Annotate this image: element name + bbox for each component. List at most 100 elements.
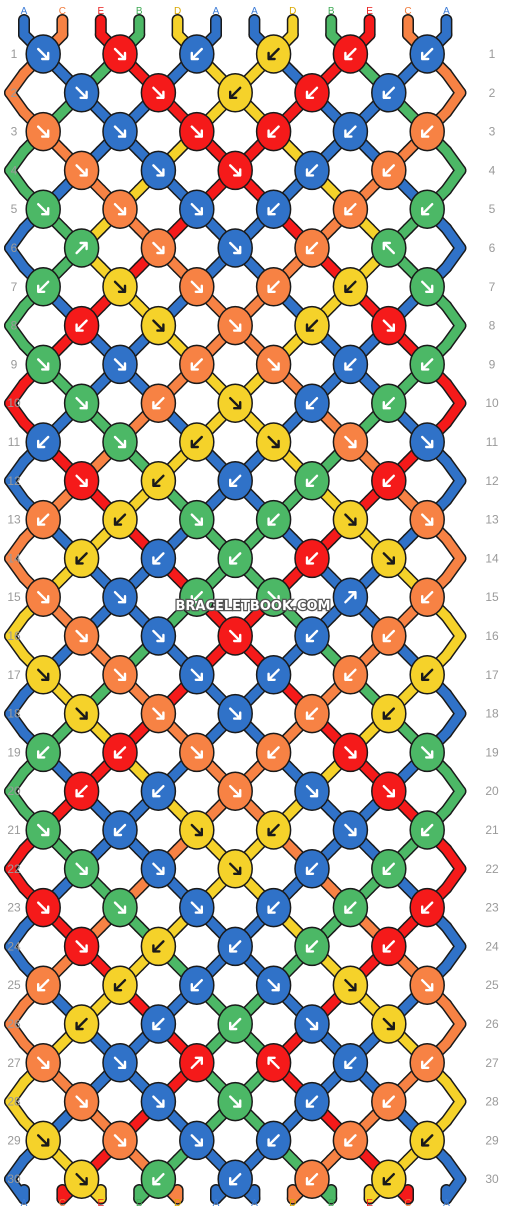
knot-arrow-icon [421,823,434,837]
knot-arrow-icon [37,280,50,293]
knot [25,655,61,695]
knot-arrow-icon [190,823,204,837]
knot-arrow-icon [421,668,434,681]
knot-arrow-icon [113,901,127,914]
knot-arrow-icon [75,940,88,953]
knot-arrow-icon [344,202,357,216]
knot-arrow-icon [113,668,127,681]
strand-label-top: A [21,6,28,17]
knot [217,228,253,268]
knot-arrow-icon [344,435,357,449]
knot [179,1120,215,1161]
knot-arrow-icon [152,241,165,255]
knot [409,577,445,617]
row-number-left: 11 [8,435,21,449]
knot [371,461,407,501]
knot-arrow-icon [152,552,165,565]
strand-label-top: A [443,6,450,17]
knot-arrow-icon [305,164,319,177]
knot-layer [25,34,445,1199]
knot-arrow-icon [75,86,88,100]
knot-arrow-icon [228,1095,242,1108]
knot [294,693,330,734]
knot [140,771,177,811]
row-number-left: 5 [11,202,18,216]
strand-label-bottom: E [97,1198,104,1209]
knot [371,1004,407,1044]
knot-arrow-icon [267,591,280,604]
knot [217,1004,253,1044]
knot-arrow-icon [190,47,204,61]
knot-arrow-icon [152,862,165,875]
knot [179,732,215,773]
knot [102,732,138,773]
knot-arrow-icon [190,901,204,914]
knot-arrow-icon [382,86,395,100]
knot [140,1081,177,1122]
knot [140,926,177,967]
knot [294,771,330,811]
knot [140,538,177,579]
row-number-left: 3 [11,125,18,139]
knot [294,228,330,268]
knot [409,1043,445,1083]
row-number-right: 6 [489,241,496,255]
knot-arrow-icon [75,241,88,255]
knot-arrow-icon [228,319,242,332]
knot [63,1004,100,1044]
row-number-left: 13 [7,513,21,527]
knot [63,538,100,579]
knot [294,73,330,113]
knot [102,887,138,928]
knot-arrow-icon [113,1134,127,1147]
knot-arrow-icon [305,552,319,565]
knot-arrow-icon [382,164,395,177]
knot-arrow-icon [75,707,88,720]
knot [140,693,177,734]
knot [25,1043,61,1083]
knot [294,1004,330,1044]
knot [179,499,215,540]
knot-arrow-icon [382,1095,395,1108]
knot-arrow-icon [382,785,395,798]
knot [25,887,61,928]
knot-arrow-icon [267,125,280,138]
knot [332,655,369,695]
knot-arrow-icon [305,474,319,487]
knot [294,150,330,191]
knot [217,1081,253,1122]
row-number-right: 8 [489,319,496,333]
knot-arrow-icon [421,280,434,293]
knot-arrow-icon [344,280,357,293]
knot [371,849,407,889]
knot-arrow-icon [267,901,280,914]
knot-arrow-icon [37,47,50,61]
knot-arrow-icon [190,1056,204,1070]
row-number-right: 27 [485,1056,499,1070]
knot [25,34,61,74]
knot [294,383,330,423]
knot [255,732,292,773]
knot [102,344,138,385]
row-number-left: 25 [7,978,21,992]
knot-arrow-icon [37,979,50,992]
row-number-right: 10 [485,396,499,410]
knot-arrow-icon [37,435,50,449]
knot-arrow-icon [421,513,434,526]
knot-arrow-icon [305,1172,319,1186]
knot-arrow-icon [305,940,319,953]
knot [409,267,445,307]
row-number-right: 16 [485,629,499,643]
knot [140,73,177,113]
knot [332,189,369,229]
row-number-left: 24 [7,939,21,953]
knot-arrow-icon [421,1056,434,1070]
knot-arrow-icon [267,280,280,293]
knot [409,887,445,928]
knot-arrow-icon [344,513,357,526]
knot-arrow-icon [421,47,434,61]
knot [63,616,100,656]
knot [102,189,138,229]
knot [63,693,100,734]
